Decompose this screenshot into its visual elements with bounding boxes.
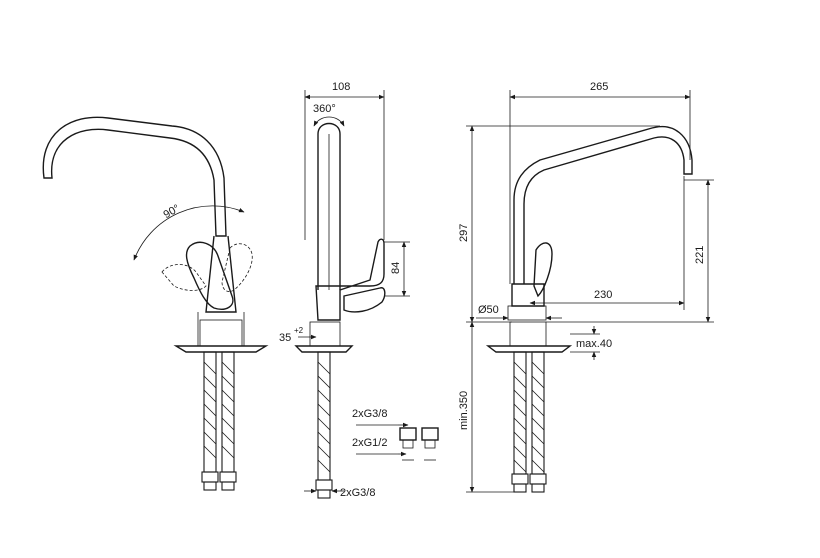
- connector-2: [421, 427, 439, 441]
- middle-base-plate: [294, 345, 354, 353]
- left-angle-arc: [133, 205, 245, 261]
- connector-2-nut: [424, 439, 436, 449]
- left-lever-ghost-2: [161, 264, 207, 291]
- hole-size-label: 35: [279, 332, 291, 344]
- left-mount: [199, 319, 243, 347]
- middle-hose: [315, 351, 333, 499]
- hole-size-tolerance: +2: [294, 326, 304, 335]
- swivel-arrow: [313, 116, 345, 127]
- conn-bottom-label: 2xG3/8: [340, 487, 375, 499]
- right-view: 265 297 221 230 Ø50 max.40 min.350: [458, 81, 714, 493]
- middle-body: [315, 238, 385, 321]
- height-spout-label: 221: [694, 246, 706, 264]
- middle-view: 360° 108 84 35 +2 2xG3/8: [279, 81, 410, 499]
- left-view: 90°: [42, 116, 269, 491]
- lever-angle-label: 90°: [162, 202, 182, 221]
- connector-1: [399, 427, 417, 441]
- right-mount: [509, 321, 547, 347]
- right-spout: [513, 126, 693, 284]
- middle-mount: [309, 321, 341, 347]
- left-body: [205, 235, 237, 313]
- swivel-label: 360°: [313, 103, 336, 115]
- height-total-label: 297: [458, 224, 470, 242]
- right-lever: [533, 242, 553, 298]
- connector-1-nut: [402, 439, 414, 449]
- conn-top-label: 2xG3/8: [352, 408, 387, 420]
- left-hoses: [201, 351, 237, 491]
- right-body-base: [507, 305, 547, 321]
- deck-thickness-label: max.40: [576, 338, 612, 350]
- hole-depth-label: min.350: [458, 391, 470, 430]
- right-hoses: [511, 351, 547, 493]
- lever-height-label: 84: [390, 262, 402, 274]
- middle-lever: [343, 287, 386, 313]
- left-lever-ghost: [221, 243, 253, 292]
- left-spout: [42, 116, 227, 237]
- width-front-label: 265: [590, 81, 608, 93]
- reach-label: 230: [594, 289, 612, 301]
- connector-detail: 2xG3/8 2xG1/2: [352, 408, 439, 461]
- right-base-plate: [485, 345, 573, 353]
- base-diameter-label: Ø50: [478, 304, 499, 316]
- left-base-plate: [173, 345, 269, 353]
- conn-mid-label: 2xG1/2: [352, 437, 387, 449]
- width-side-label: 108: [332, 81, 350, 93]
